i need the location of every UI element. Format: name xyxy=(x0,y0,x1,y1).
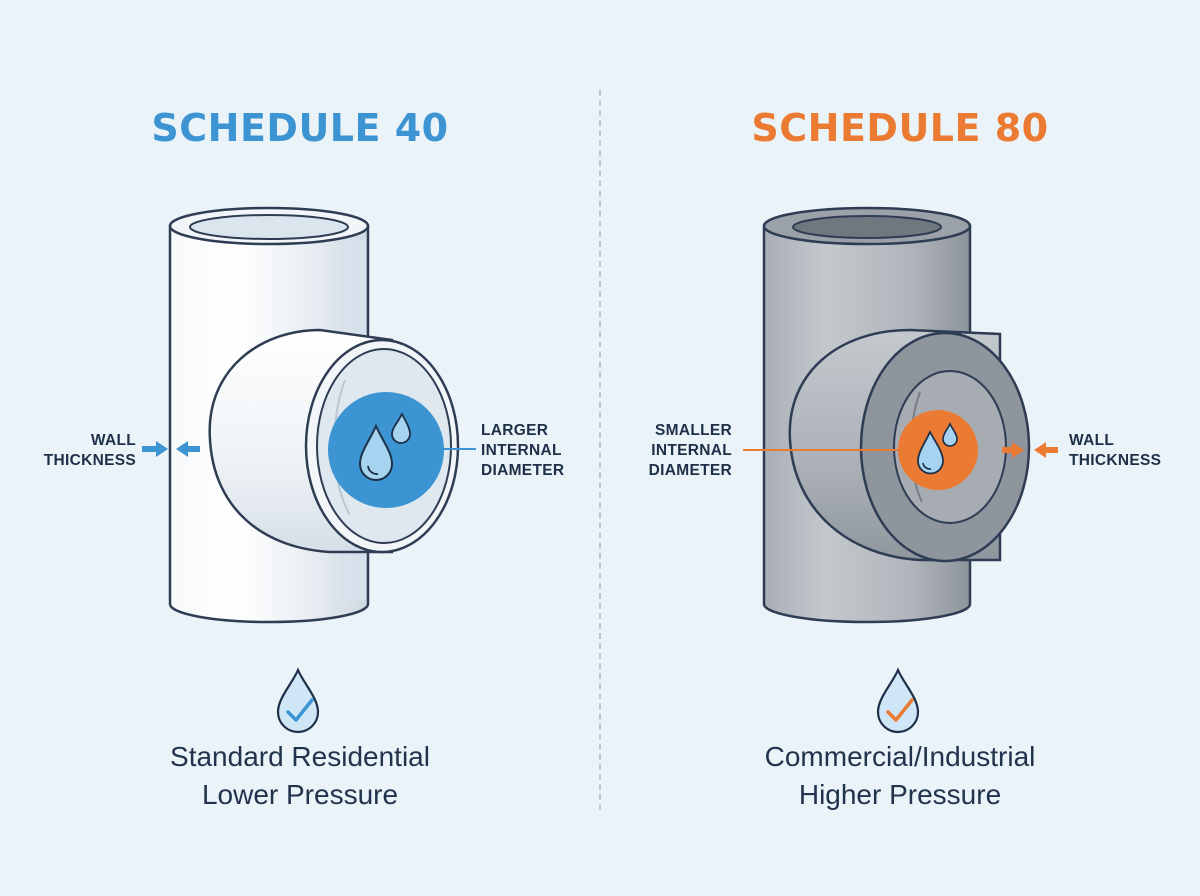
water-drop-icon xyxy=(917,429,944,475)
schedule-40-caption: Standard Residential Lower Pressure xyxy=(170,741,430,810)
center-divider xyxy=(599,90,601,810)
water-drop-icon xyxy=(391,411,411,444)
wall-thickness-label: WALL THICKNESS xyxy=(1069,432,1162,469)
larger-internal-diameter-label: LARGER INTERNAL DIAMETER xyxy=(481,422,565,479)
schedule-80-caption: Commercial/Industrial Higher Pressure xyxy=(764,741,1036,810)
smaller-internal-diameter-label: SMALLER INTERNAL DIAMETER xyxy=(648,422,732,479)
schedule-80-title: SCHEDULE 80 xyxy=(751,106,1049,150)
wall-thickness-label: WALL THICKNESS xyxy=(43,432,136,469)
schedule-40-tee-fitting xyxy=(142,206,476,734)
water-drop-icon xyxy=(942,422,958,447)
water-drop-check-icon xyxy=(876,667,920,734)
schedule-40-panel: SCHEDULE 40 xyxy=(43,106,565,810)
schedule-40-title: SCHEDULE 40 xyxy=(151,106,449,150)
schedule-80-tee-fitting xyxy=(743,206,1058,734)
water-drop-check-icon xyxy=(276,667,320,734)
schedule-80-panel: SCHEDULE 80 xyxy=(600,0,1200,896)
